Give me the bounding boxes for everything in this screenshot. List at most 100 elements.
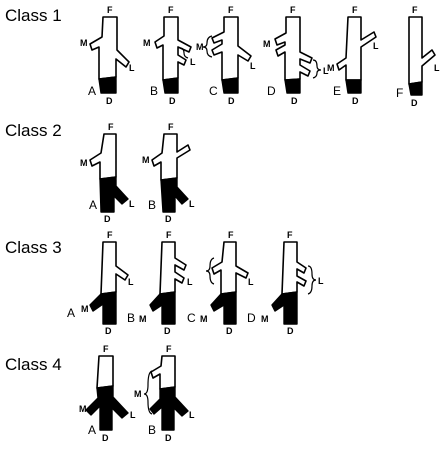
label-l: L [190, 57, 196, 67]
upper-trunk [89, 133, 117, 180]
upper-trunk [154, 16, 192, 81]
label-f: F [108, 122, 114, 132]
label-l: L [373, 41, 379, 51]
class-3-heading: Class 3 [5, 238, 62, 257]
label-d: D [164, 326, 171, 336]
label-f: F [287, 230, 293, 240]
upper-trunk [408, 16, 436, 85]
class-4-heading: Class 4 [5, 355, 62, 374]
label-f: F [168, 5, 174, 15]
label-m: M [81, 304, 89, 314]
variant-letter: D [267, 84, 276, 98]
variant-letter: B [148, 423, 156, 437]
variant-letter: A [88, 423, 96, 437]
class-1-variant-a: F M L D A [80, 5, 135, 106]
label-l: L [248, 277, 254, 287]
class-2-heading: Class 2 [5, 121, 62, 140]
label-m: M [142, 155, 150, 165]
class-1-variant-b: F M L D B [143, 5, 196, 106]
lower-trunk [345, 79, 362, 94]
variant-letter: C [187, 311, 196, 325]
lower-trunk [149, 291, 176, 325]
label-f: F [107, 5, 113, 15]
label-m: M [263, 39, 271, 49]
label-d: D [169, 96, 176, 106]
label-m: M [200, 314, 208, 324]
label-l: L [130, 410, 136, 420]
class-2-variant-b: F M L D B [142, 122, 195, 224]
label-l: L [187, 277, 193, 287]
class-3-variant-a: F M L D A [67, 230, 134, 336]
label-f: F [107, 230, 113, 240]
class-1-variant-c: F M L D C [196, 5, 256, 106]
class-2-variant-a: F M L D A [80, 122, 135, 224]
variant-letter: A [88, 84, 96, 98]
lower-trunk [162, 77, 179, 94]
lower-trunk [85, 385, 129, 431]
upper-trunk [89, 16, 130, 80]
variant-letter: B [148, 198, 156, 212]
upper-trunk [281, 241, 307, 295]
label-f: F [103, 344, 109, 354]
lower-trunk [149, 386, 189, 431]
label-d: D [226, 326, 233, 336]
lower-trunk [99, 176, 129, 213]
upper-trunk [96, 355, 114, 389]
label-d: D [102, 433, 109, 443]
label-d: D [411, 98, 418, 108]
label-l: L [250, 61, 256, 71]
label-f: F [412, 5, 418, 15]
label-m: M [80, 38, 88, 48]
label-l: L [129, 199, 135, 209]
label-m: M [143, 38, 151, 48]
variant-letter: C [209, 84, 218, 98]
label-l: L [434, 63, 440, 73]
variant-letter: F [396, 86, 403, 100]
label-l: L [323, 66, 329, 76]
class-1-variant-f: F L D F [396, 5, 440, 108]
upper-trunk [274, 16, 313, 81]
lower-trunk [210, 291, 237, 325]
lower-trunk [408, 81, 423, 96]
medial-bracket [143, 370, 153, 415]
label-m: M [196, 42, 204, 52]
label-m: M [79, 404, 87, 414]
upper-trunk [150, 355, 176, 390]
upper-trunk [151, 133, 191, 181]
label-l: L [318, 276, 324, 286]
upper-trunk [159, 241, 187, 295]
variant-letter: E [333, 84, 341, 98]
lower-trunk [271, 291, 298, 325]
class-3-variant-d: F M L D D [247, 230, 324, 336]
medial-bracket [202, 35, 213, 58]
upper-trunk [336, 16, 377, 81]
class-4-variant-b: F M L D B [134, 344, 195, 443]
label-d: D [165, 433, 172, 443]
label-m: M [139, 314, 147, 324]
variant-letter: D [247, 311, 256, 325]
label-d: D [291, 96, 298, 106]
label-d: D [105, 326, 112, 336]
label-m: M [327, 63, 335, 73]
label-m: M [80, 158, 88, 168]
variant-letter: A [67, 306, 75, 320]
label-m: M [261, 314, 269, 324]
label-l: L [128, 277, 134, 287]
label-f: F [166, 230, 172, 240]
lower-trunk [98, 76, 117, 94]
class-1-variant-e: F M L D E [327, 5, 379, 106]
label-l: L [189, 410, 195, 420]
lateral-bracket [307, 265, 317, 295]
class-1-variant-d: F M L D D [263, 5, 329, 106]
medial-bracket [205, 257, 215, 285]
label-f: F [168, 122, 174, 132]
label-d: D [106, 96, 113, 106]
label-l: L [129, 63, 135, 73]
lateral-bracket [312, 59, 322, 79]
label-l: L [189, 199, 195, 209]
lower-trunk [284, 78, 301, 94]
label-f: F [166, 344, 172, 354]
label-f: F [352, 5, 358, 15]
label-d: D [165, 214, 172, 224]
